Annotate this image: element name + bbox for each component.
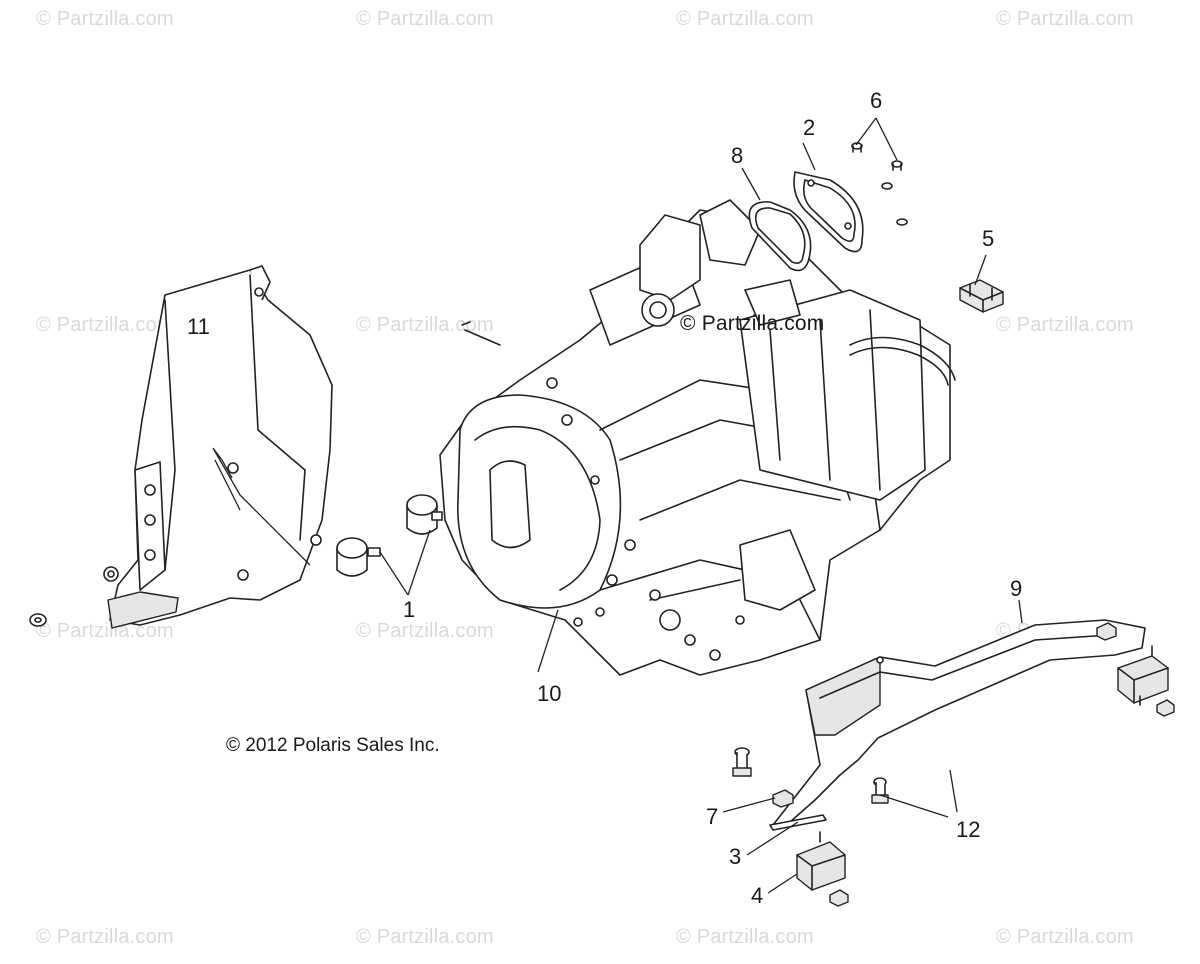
watermark: © Partzilla.com [36,314,174,336]
callout-2: 2 [803,115,816,140]
callout-5: 5 [982,226,995,251]
brace-part-9 [772,619,1146,826]
callout-10: 10 [537,681,562,706]
watermark: © Partzilla.com [996,314,1134,336]
watermark: © Partzilla.com [996,926,1134,948]
gasket-part-8 [748,201,812,272]
callout-3: 3 [729,844,742,869]
callout-6: 6 [870,88,883,113]
watermark: © Partzilla.com [356,314,494,336]
leader-lines [212,117,1023,894]
watermark: © Partzilla.com [356,926,494,948]
watermark: © Partzilla.com [36,926,174,948]
bolts-part-6 [851,142,908,226]
mount-part-1-b [406,494,443,535]
watermark: © Partzilla.com [36,8,174,30]
bracket-part-11 [103,265,333,629]
watermark: © Partzilla.com [676,926,814,948]
callout-8: 8 [731,143,744,168]
watermark: © Partzilla.com [996,8,1134,30]
watermark: © Partzilla.com [356,8,494,30]
engine-part-10 [439,199,956,676]
mount-part-1-a [336,537,381,577]
callout-1: 1 [403,597,416,622]
plate-part-2 [793,171,864,253]
callout-9: 9 [1010,576,1023,601]
watermark: © Partzilla.com [676,8,814,30]
callout-4: 4 [751,883,764,908]
copyright-text: © 2012 Polaris Sales Inc. [226,735,440,756]
clip-part-5 [959,279,1004,313]
mount-part-4 [796,831,849,907]
washer [29,613,47,627]
callout-7: 7 [706,804,719,829]
nut-part-7 [772,789,794,808]
watermark: © Partzilla.com [356,620,494,642]
watermark-center: © Partzilla.com [680,312,825,335]
callout-11: 11 [187,314,210,339]
bolts-part-12 [732,747,889,804]
mount-right [1117,645,1175,717]
callout-12: 12 [956,817,981,842]
